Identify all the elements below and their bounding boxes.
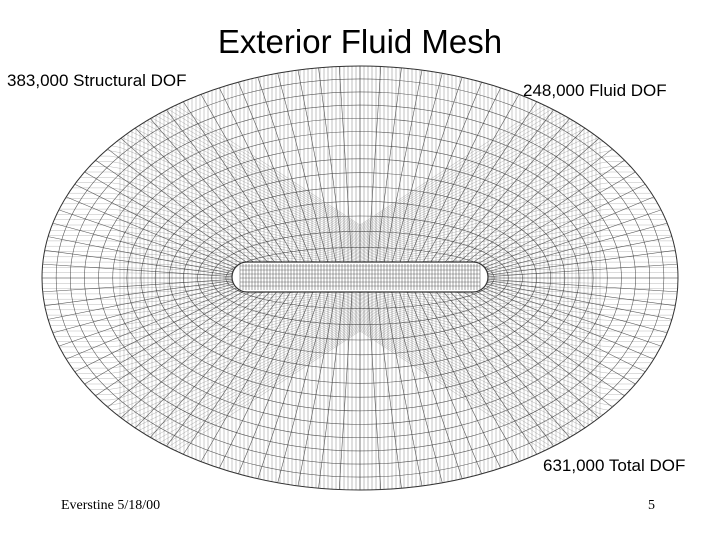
footer-author-date: Everstine 5/18/00	[61, 498, 161, 513]
fluid-dof-label: 248,000 Fluid DOF	[523, 81, 667, 100]
total-dof-label: 631,000 Total DOF	[543, 456, 686, 475]
structural-dof-label: 383,000 Structural DOF	[7, 71, 187, 90]
structure-body	[231, 261, 489, 293]
page-title: Exterior Fluid Mesh	[217, 23, 503, 60]
page-number: 5	[648, 498, 655, 513]
